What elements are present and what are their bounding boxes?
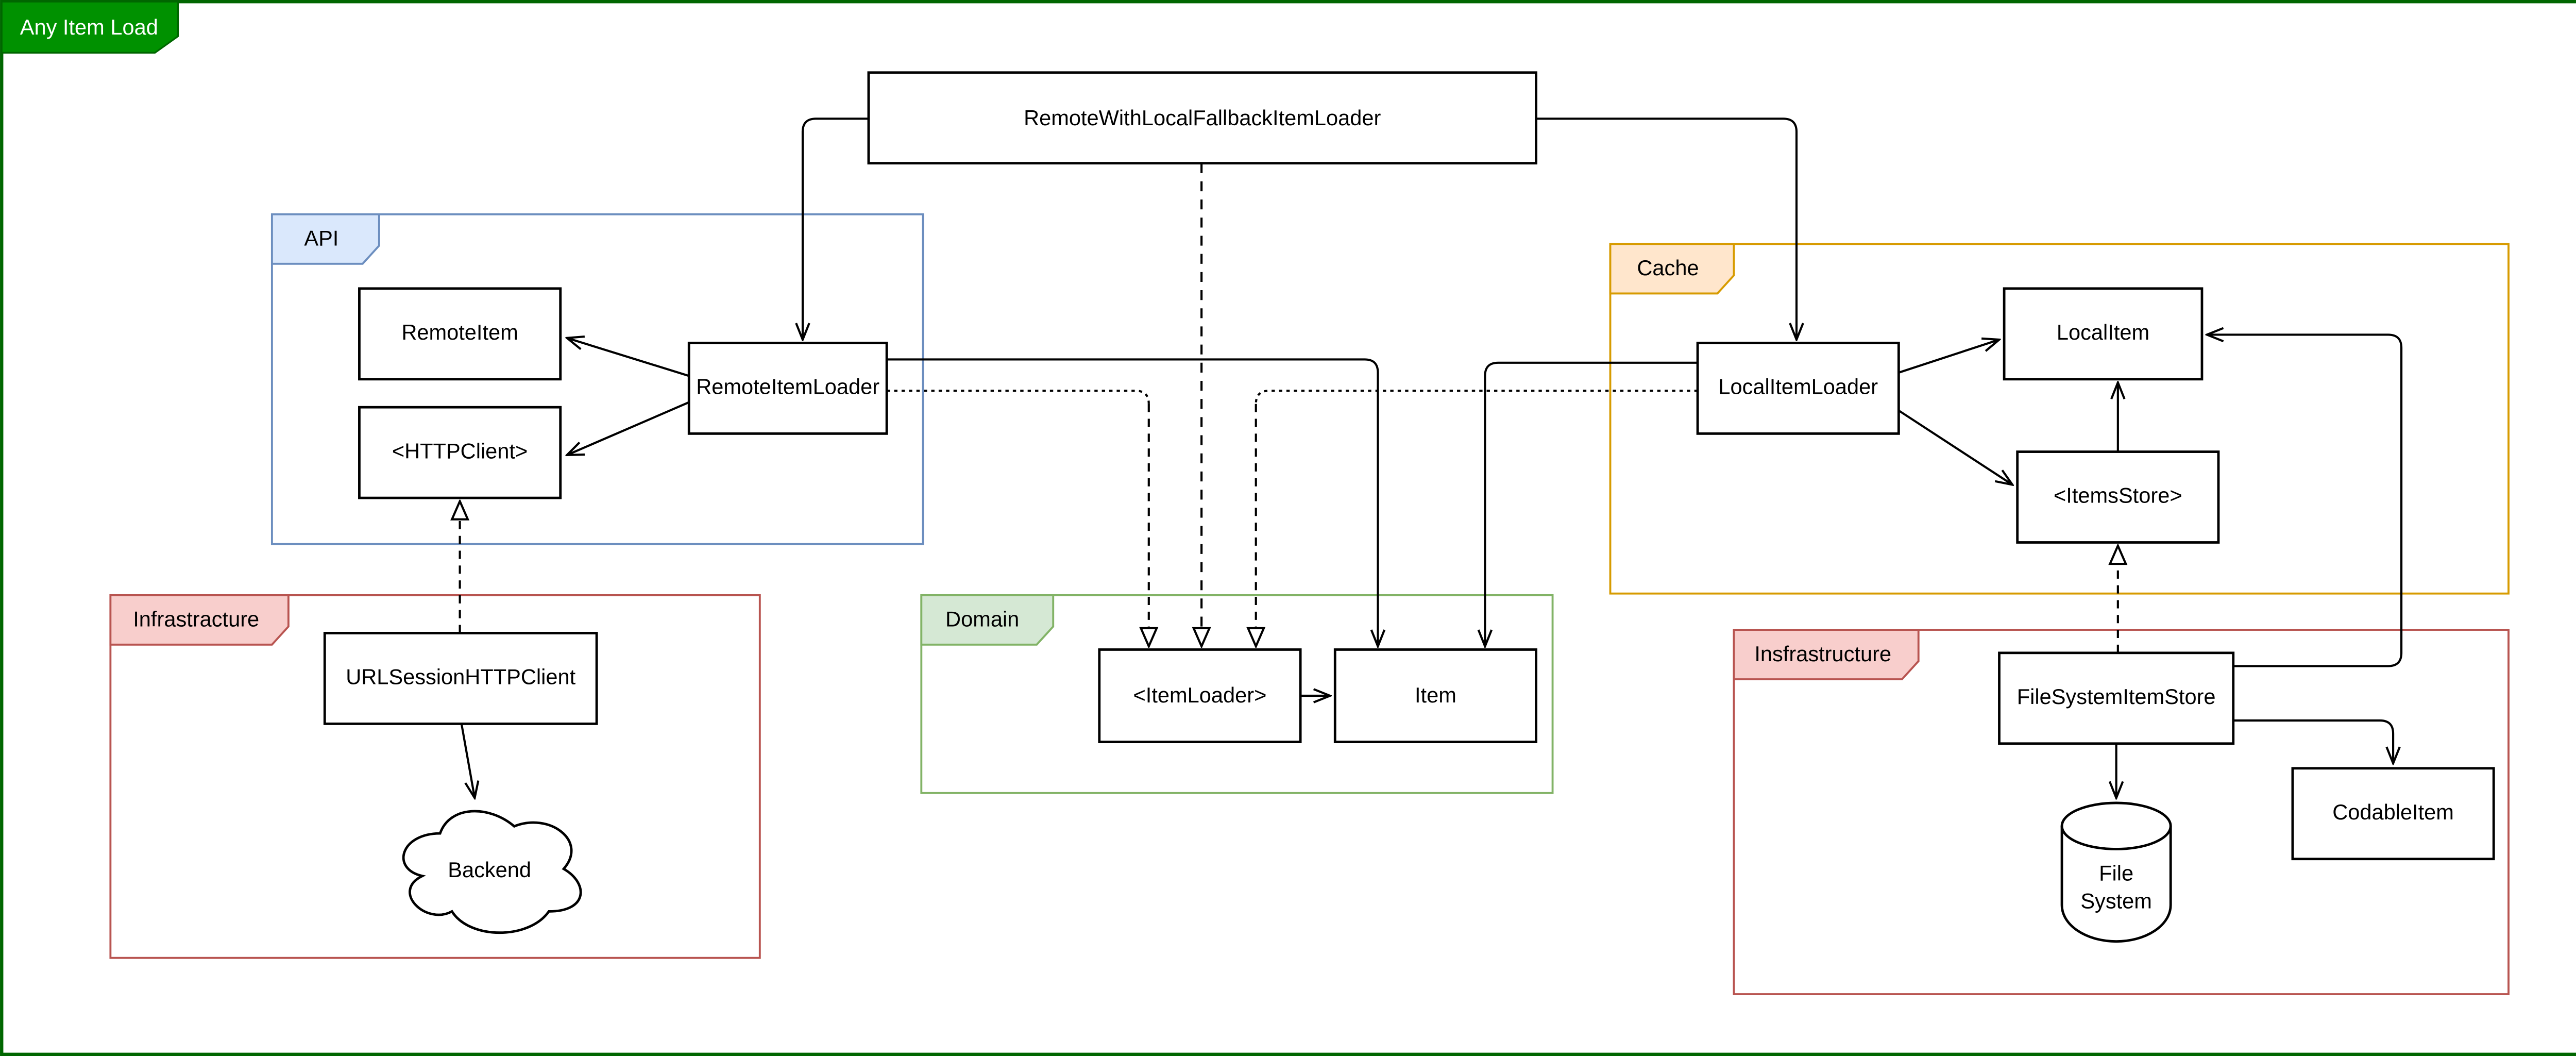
ribbon-shape <box>1 1 179 54</box>
group-infrastructure-right-border <box>1733 629 2510 995</box>
node-items-store-label: <ItemsStore> <box>2054 483 2182 508</box>
edge-localitemloader-to-item <box>1485 361 1698 646</box>
group-infrastructure-left-label: Infrastracture <box>133 607 259 631</box>
node-local-item-loader-box <box>1696 342 1900 435</box>
node-file-system-cylinder: File System <box>2060 801 2172 943</box>
node-items-store: <ItemsStore> <box>2016 450 2220 544</box>
node-item-loader-label: <ItemLoader> <box>1133 683 1267 707</box>
group-api-border <box>270 213 924 545</box>
cloud-shape <box>402 810 582 934</box>
edge-remoteitemloader-to-httpclient <box>567 401 690 455</box>
group-infrastructure-left-tab <box>109 594 290 646</box>
node-remote-item-loader-label: RemoteItemLoader <box>696 375 879 399</box>
group-infrastructure-left: Infrastracture <box>109 594 761 959</box>
node-url-session-http-client-label: URLSessionHTTPClient <box>346 665 575 689</box>
group-api: API <box>270 213 924 545</box>
group-cache: Cache <box>1609 243 2510 595</box>
edge-remoteitemloader-realizes-itemloader-h <box>887 390 1150 404</box>
group-domain-border <box>920 594 1554 794</box>
node-url-session-http-client-box <box>323 632 598 725</box>
group-api-label: API <box>304 226 338 250</box>
group-cache-border <box>1609 243 2510 595</box>
node-local-item-label: LocalItem <box>2057 320 2149 344</box>
group-api-tab <box>270 213 380 265</box>
node-item-label: Item <box>1415 683 1456 707</box>
edge-filesystemitemstore-to-localitem <box>2207 334 2403 667</box>
node-local-item: LocalItem <box>2003 287 2204 381</box>
node-http-client: <HTTPClient> <box>358 406 562 499</box>
node-remote-item-box <box>358 287 562 381</box>
node-file-system-item-store-label: FileSystemItemStore <box>2017 684 2216 709</box>
group-domain-label: Domain <box>945 607 1019 631</box>
edge-remoteitemloader-to-remoteitem <box>567 338 689 377</box>
edge-fallbackloader-to-remoteitemloader <box>803 118 869 340</box>
node-file-system-label-line2: System <box>2080 889 2152 913</box>
node-item: Item <box>1333 648 1537 743</box>
edge-urlsession-to-backend <box>460 724 475 798</box>
node-remote-with-local-fallback-item-loader: RemoteWithLocalFallbackItemLoader <box>867 71 1537 165</box>
node-codable-item-box <box>2291 767 2495 861</box>
edge-localitemloader-realizes-itemloader-h <box>1255 390 1698 404</box>
edge-fallbackloader-to-localitemloader <box>1536 118 1797 340</box>
node-codable-item: CodableItem <box>2291 767 2495 861</box>
node-file-system-item-store-box <box>1998 651 2235 745</box>
node-http-client-label: <HTTPClient> <box>392 439 528 463</box>
node-remote-with-local-fallback-item-loader-box <box>867 71 1537 165</box>
node-remote-with-local-fallback-item-loader-label: RemoteWithLocalFallbackItemLoader <box>1024 106 1381 130</box>
group-cache-label: Cache <box>1637 256 1699 280</box>
group-infrastructure-right-label: Insfrastructure <box>1754 642 1891 666</box>
node-local-item-box <box>2003 287 2204 381</box>
node-local-item-loader: LocalItemLoader <box>1696 342 1900 435</box>
node-item-loader-box <box>1098 648 1302 743</box>
diagram-title: Any Item Load <box>20 15 158 39</box>
node-codable-item-label: CodableItem <box>2332 800 2454 824</box>
cylinder-top <box>2060 801 2172 850</box>
node-remote-item-label: RemoteItem <box>401 320 518 344</box>
group-infrastructure-left-border <box>109 594 761 959</box>
cylinder-body <box>2060 826 2172 943</box>
group-infrastructure-right-tab <box>1733 629 1920 680</box>
node-backend-cloud: Backend <box>402 810 582 934</box>
group-cache-tab <box>1609 243 1735 295</box>
node-item-loader: <ItemLoader> <box>1098 648 1302 743</box>
group-domain-tab <box>920 594 1055 646</box>
node-remote-item: RemoteItem <box>358 287 562 381</box>
node-file-system-label-line1: File <box>2099 861 2133 885</box>
edge-localitemloader-to-localitem <box>1898 340 1999 374</box>
node-file-system-item-store: FileSystemItemStore <box>1998 651 2235 745</box>
node-item-box <box>1333 648 1537 743</box>
node-local-item-loader-label: LocalItemLoader <box>1718 375 1878 399</box>
node-remote-item-loader: RemoteItemLoader <box>687 342 888 435</box>
group-infrastructure-right: Insfrastructure <box>1733 629 2510 995</box>
edge-localitemloader-to-itemsstore <box>1898 409 2012 485</box>
group-domain: Domain <box>920 594 1554 794</box>
node-remote-item-loader-box <box>687 342 888 435</box>
node-http-client-box <box>358 406 562 499</box>
node-items-store-box <box>2016 450 2220 544</box>
edge-filesystemitemstore-to-codableitem <box>2233 719 2393 763</box>
node-url-session-http-client: URLSessionHTTPClient <box>323 632 598 725</box>
node-backend-label: Backend <box>448 858 531 882</box>
title-ribbon: Any Item Load <box>1 1 179 54</box>
edge-remoteitemloader-to-item <box>887 358 1378 646</box>
